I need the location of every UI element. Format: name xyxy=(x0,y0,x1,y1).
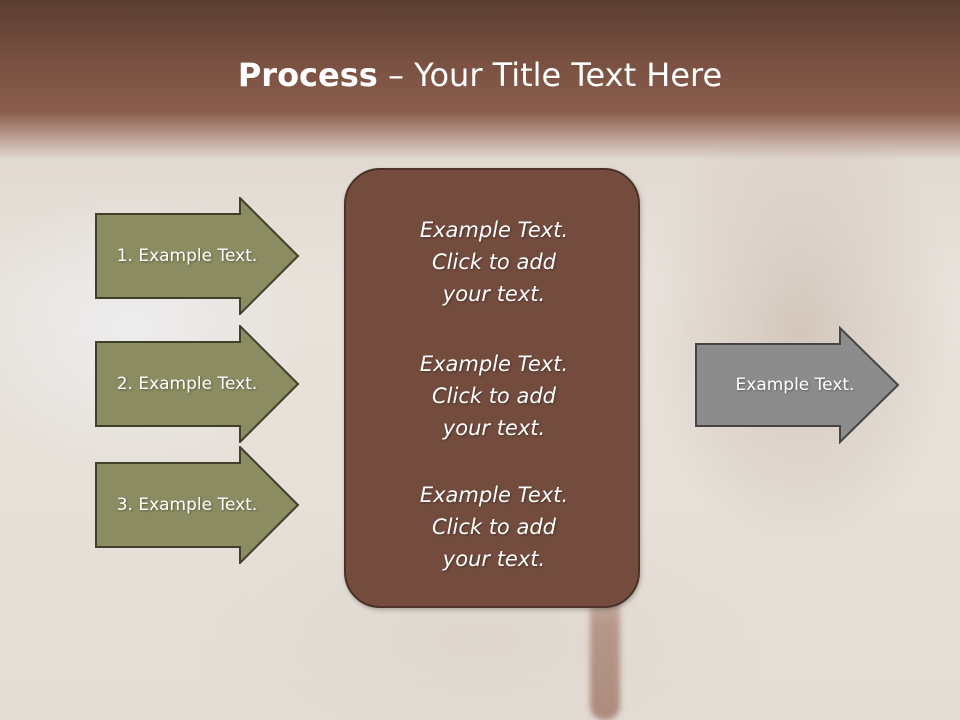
block-line: your text. xyxy=(442,547,546,571)
step-arrow-1[interactable]: 1. Example Text. xyxy=(95,197,300,315)
text-block-2[interactable]: Example Text. Click to add your text. xyxy=(346,348,642,444)
output-label: Example Text. xyxy=(735,375,855,395)
step-label: 2. Example Text. xyxy=(116,374,258,394)
step-arrow-3[interactable]: 3. Example Text. xyxy=(95,446,300,564)
block-line: Example Text. xyxy=(419,352,569,376)
center-text-box[interactable]: Example Text. Click to add your text. Ex… xyxy=(344,168,640,608)
right-arrow-shape xyxy=(95,446,300,564)
block-line: Click to add xyxy=(431,250,556,274)
step-arrow-2[interactable]: 2. Example Text. xyxy=(95,325,300,443)
output-arrow[interactable]: Example Text. xyxy=(695,326,900,444)
title-rest: – Your Title Text Here xyxy=(377,56,723,94)
title-bold: Process xyxy=(237,56,378,94)
right-arrow-shape xyxy=(95,197,300,315)
block-line: your text. xyxy=(442,282,546,306)
step-label: 1. Example Text. xyxy=(116,246,258,266)
block-line: Click to add xyxy=(431,384,556,408)
block-line: Example Text. xyxy=(419,483,569,507)
text-block-3[interactable]: Example Text. Click to add your text. xyxy=(346,479,642,575)
right-arrow-shape xyxy=(695,326,900,444)
block-line: Example Text. xyxy=(419,218,569,242)
text-block-1[interactable]: Example Text. Click to add your text. xyxy=(346,214,642,310)
right-arrow-shape xyxy=(95,325,300,443)
step-label: 3. Example Text. xyxy=(116,495,258,515)
block-line: Click to add xyxy=(431,515,556,539)
title-banner xyxy=(0,0,960,160)
block-line: your text. xyxy=(442,416,546,440)
slide-title[interactable]: Process – Your Title Text Here xyxy=(0,54,960,96)
